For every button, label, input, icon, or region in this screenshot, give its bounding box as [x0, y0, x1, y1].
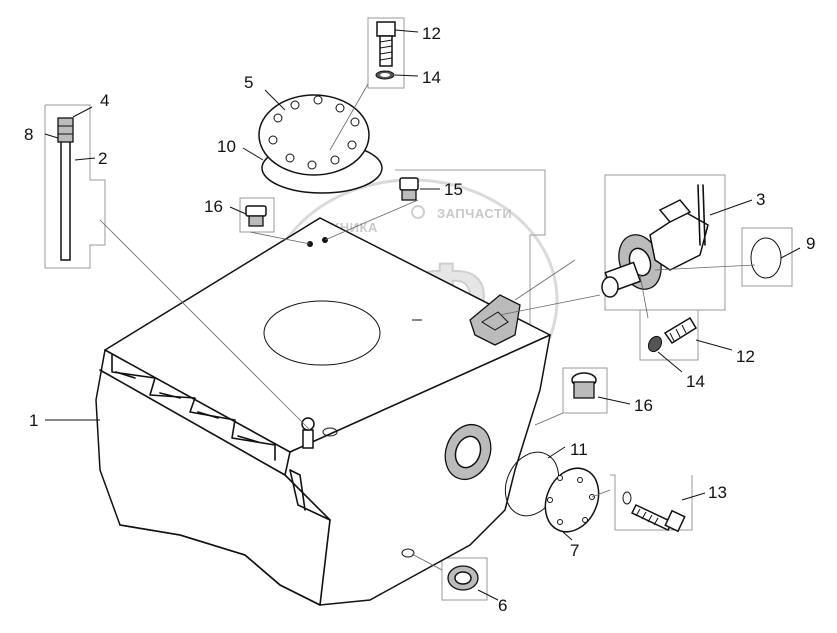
- filler-cover-assembly: [258, 94, 383, 194]
- cover-7: [544, 467, 600, 533]
- bolt-right-assembly: [647, 316, 698, 353]
- callout-7: 7: [570, 541, 579, 560]
- watermark-gear-icon: [411, 205, 425, 219]
- bolt-top-assembly: [375, 21, 396, 80]
- callout-1: 1: [29, 411, 38, 430]
- detail-boxes: [44, 17, 793, 601]
- callout-labels: 1 2 3 4 5 6 7 8 9 10 11 12 12 13 14 14 1…: [24, 24, 815, 615]
- callout-3: 3: [756, 190, 765, 209]
- plug-16-right: [571, 372, 597, 399]
- drain-hole: [401, 548, 415, 558]
- fuel-level-sender-mount: [469, 294, 521, 346]
- callout-14-top: 14: [422, 68, 441, 87]
- callout-16-top: 16: [204, 197, 223, 216]
- callout-12-top: 12: [422, 24, 441, 43]
- leader-lines: [44, 29, 801, 601]
- side-cover-assembly: [504, 451, 686, 533]
- callout-14-right: 14: [686, 372, 705, 391]
- tank-filler-opening: [263, 300, 381, 366]
- bolt-12-right: [663, 316, 698, 345]
- plug-15: [399, 177, 419, 201]
- callout-11: 11: [570, 440, 588, 459]
- callout-9: 9: [806, 234, 815, 253]
- callout-15: 15: [444, 180, 463, 199]
- callout-5: 5: [244, 73, 253, 92]
- callout-8: 8: [24, 125, 33, 144]
- callout-16-right: 16: [634, 396, 653, 415]
- callout-6: 6: [498, 596, 507, 615]
- dipstick-assembly: [57, 117, 74, 261]
- callout-13: 13: [708, 483, 727, 502]
- tank-plug: [302, 429, 314, 449]
- plug-16-top: [245, 205, 267, 227]
- fuel-tank: [95, 217, 551, 606]
- cover-plate-5: [258, 94, 370, 176]
- fitting-6: [447, 565, 479, 591]
- dipstick-tube: [60, 139, 71, 261]
- watermark-text-right: ЗАПЧАСТИ: [437, 206, 512, 221]
- callout-10: 10: [217, 137, 236, 156]
- callout-2: 2: [98, 149, 107, 168]
- o-ring-9: [750, 237, 782, 279]
- washer-14-right: [647, 335, 663, 353]
- callout-12-right: 12: [736, 347, 755, 366]
- valve-assembly-3: [601, 184, 709, 298]
- callout-4: 4: [100, 91, 109, 110]
- bolt-13: [630, 504, 674, 531]
- dipstick-cap: [57, 117, 74, 143]
